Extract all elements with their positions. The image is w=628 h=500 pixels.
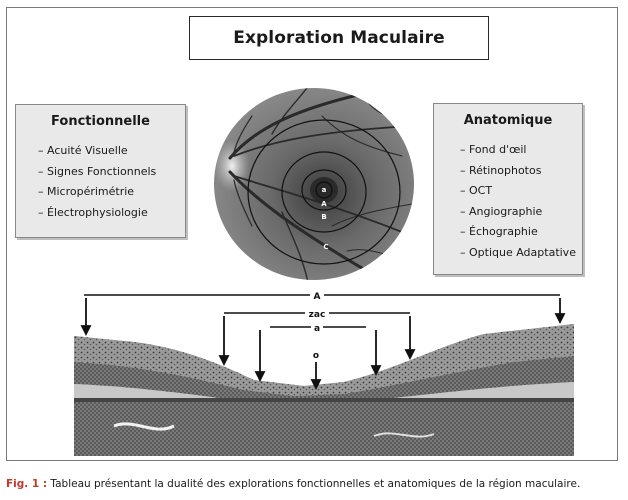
anatomical-heading: Anatomique — [463, 113, 553, 128]
zone-label-B: B — [321, 213, 326, 221]
anatomical-list: – Fond d'œil – Rétinophotos – OCT – Angi… — [434, 140, 582, 263]
list-item: – OCT — [460, 184, 493, 197]
section-label-zac: zac — [309, 310, 326, 320]
list-item: – Optique Adaptative — [460, 245, 576, 259]
functional-panel: Fonctionnelle – Acuité Visuelle – Signes… — [15, 104, 186, 238]
functional-list: – Acuité Visuelle – Signes Fonctionnels … — [16, 141, 185, 223]
zone-label-C: C — [323, 243, 328, 251]
section-label-a: a — [314, 324, 320, 334]
list-item: – Électrophysiologie — [38, 205, 148, 219]
retina-layers — [74, 324, 574, 456]
macula-cross-section: A zac a o — [74, 289, 574, 456]
list-item: – Angiographie — [460, 204, 543, 218]
list-item: – Signes Fonctionnels — [38, 164, 157, 178]
list-item: – Micropérimétrie — [38, 185, 135, 198]
zone-label-a: a — [322, 186, 327, 194]
arrows — [80, 298, 566, 391]
figure-caption: Fig. 1 : Tableau présentant la dualité d… — [6, 478, 626, 490]
optic-disc — [214, 140, 250, 192]
functional-heading: Fonctionnelle — [51, 114, 150, 129]
list-item: – Acuité Visuelle — [38, 144, 128, 157]
section-label-o: o — [313, 351, 319, 361]
caption-text: Tableau présentant la dualité des explor… — [47, 478, 581, 490]
zone-label-A: A — [321, 200, 327, 208]
caption-label: Fig. 1 : — [6, 478, 48, 490]
section-label-A: A — [314, 292, 321, 302]
figure-title: Exploration Maculaire — [189, 16, 489, 60]
blood-vessels — [214, 88, 413, 280]
fundus-image: a A B C — [214, 88, 414, 280]
macular-zone-rings — [247, 119, 401, 265]
list-item: – Échographie — [460, 225, 538, 238]
anatomical-panel: Anatomique – Fond d'œil – Rétinophotos –… — [433, 103, 583, 275]
list-item: – Fond d'œil — [460, 143, 527, 156]
list-item: – Rétinophotos — [460, 163, 542, 177]
